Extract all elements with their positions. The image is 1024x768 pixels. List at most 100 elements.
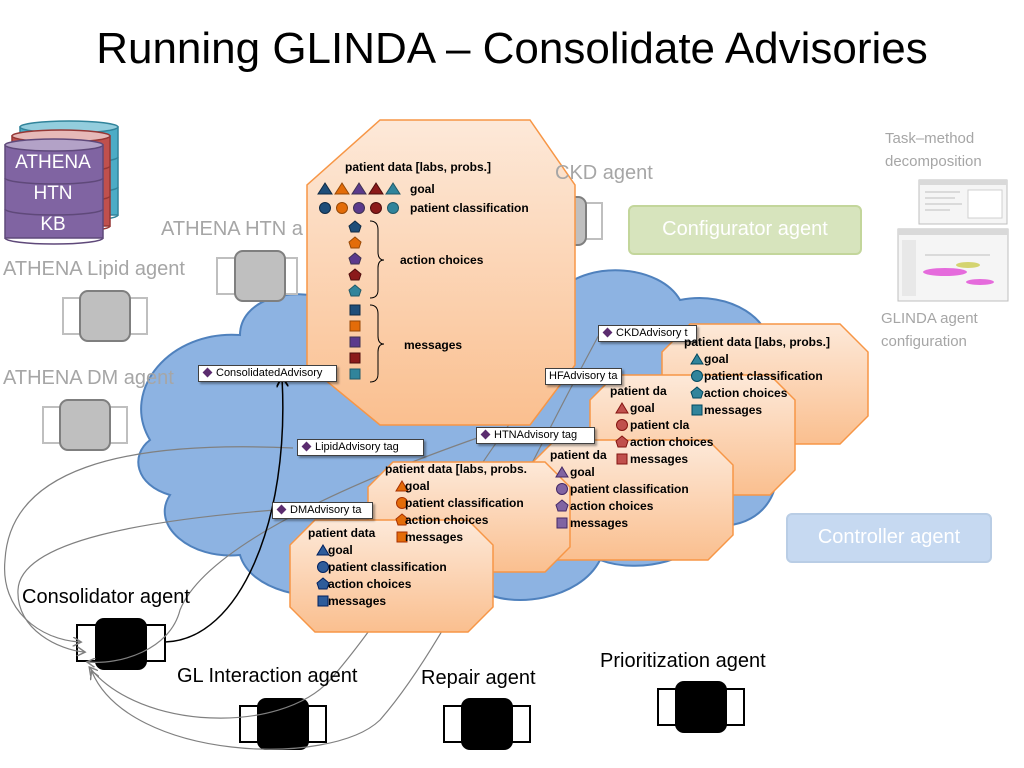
htn-card-goal: goal	[405, 479, 430, 493]
athena-dm-agent-label: ATHENA DM agent	[3, 367, 174, 389]
ckd-message-icon	[691, 404, 703, 416]
lipid-card-goal: goal	[570, 465, 595, 479]
main-advisory-card-shape	[306, 119, 576, 426]
athena-htn-agent-label: ATHENA HTN a	[161, 218, 303, 240]
dm-card-messages: messages	[328, 594, 387, 608]
htn-message-icon	[396, 531, 408, 543]
tag-diamond-icon	[480, 429, 491, 440]
athena-dm-agent-icon	[42, 399, 128, 451]
tag-label: HFAdvisory ta	[549, 370, 618, 382]
tag-diamond-icon	[602, 327, 613, 338]
hf-advisory-tag: HFAdvisory ta	[545, 368, 622, 385]
ckd-advisory-tag: CKDAdvisory t	[598, 325, 697, 342]
htn-card-actions: action choices	[405, 513, 489, 527]
dm-card-actions: action choices	[328, 577, 412, 591]
ckd-card-goal: goal	[704, 352, 729, 366]
configurator-agent-box: Configurator agent	[628, 205, 862, 255]
hf-action-icon	[615, 435, 629, 448]
db-label-htn: HTN	[33, 183, 73, 204]
dm-goal-icon	[316, 544, 330, 556]
dm-advisory-tag: DMAdvisory ta	[272, 502, 373, 519]
htn-action-icon	[395, 513, 409, 526]
tag-diamond-icon	[301, 441, 312, 452]
main-card-actions: action choices	[400, 253, 484, 267]
main-card-goal-icons	[317, 182, 401, 195]
ckd-card-messages: messages	[704, 403, 763, 417]
hf-card-header: patient da	[610, 384, 667, 398]
tag-label: HTNAdvisory tag	[494, 429, 578, 441]
dm-card-shape	[289, 519, 494, 633]
htn-card-messages: messages	[405, 530, 464, 544]
lipid-card-header: patient da	[550, 448, 607, 462]
db-label-athena: ATHENA	[15, 152, 91, 173]
ckd-action-icon	[690, 386, 704, 399]
dm-card-header: patient data	[308, 526, 376, 540]
tag-label: LipidAdvisory tag	[315, 441, 399, 453]
tag-label: DMAdvisory ta	[290, 504, 362, 516]
main-card-message-icons	[349, 304, 361, 380]
ckd-classification-icon	[691, 370, 703, 382]
decomposition-label: decomposition	[885, 153, 982, 170]
ckd-goal-icon	[690, 353, 704, 365]
main-card-header: patient data [labs, probs.]	[345, 160, 492, 174]
consolidator-agent-label: Consolidator agent	[22, 586, 190, 608]
tag-diamond-icon	[276, 504, 287, 515]
task-method-label: Task–method	[885, 130, 975, 147]
dm-classification-icon	[317, 561, 329, 573]
lipid-card-actions: action choices	[570, 499, 654, 513]
hf-card-classification: patient cla	[630, 418, 690, 432]
glinda-config-label-2: configuration	[881, 333, 967, 350]
athena-lipid-agent-label: ATHENA Lipid agent	[3, 258, 185, 280]
main-card-action-icons	[348, 220, 362, 297]
lipid-message-icon	[556, 517, 568, 529]
repair-agent-label: Repair agent	[421, 667, 536, 689]
dm-action-icon	[316, 577, 330, 590]
consolidated-advisory-tag: ConsolidatedAdvisory	[198, 365, 337, 382]
athena-kb-database	[4, 120, 119, 245]
htn-goal-icon	[395, 480, 409, 492]
htn-card-header: patient data [labs, probs.	[385, 462, 528, 476]
hf-card-goal: goal	[630, 401, 655, 415]
controller-agent-box: Controller agent	[786, 513, 992, 563]
main-card-goal: goal	[410, 182, 435, 196]
ckd-card-classification: patient classification	[704, 369, 823, 383]
htn-advisory-tag: HTNAdvisory tag	[476, 427, 595, 444]
prioritization-agent-icon	[657, 681, 745, 733]
htn-classification-icon	[396, 497, 408, 509]
action-choices-brace	[369, 220, 385, 299]
athena-lipid-agent-icon	[62, 290, 148, 342]
htn-card-classification: patient classification	[405, 496, 524, 510]
main-card-classification: patient classification	[410, 201, 529, 215]
dm-card-goal: goal	[328, 543, 353, 557]
gl-interaction-agent-icon	[239, 698, 327, 750]
dm-card-classification: patient classification	[328, 560, 447, 574]
messages-brace	[369, 304, 385, 383]
hf-card-actions: action choices	[630, 435, 714, 449]
prioritization-agent-label: Prioritization agent	[600, 650, 766, 672]
lipid-advisory-tag: LipidAdvisory tag	[297, 439, 424, 456]
dm-message-icon	[317, 595, 329, 607]
lipid-card-messages: messages	[570, 516, 629, 530]
consolidator-agent-icon	[76, 618, 166, 670]
lipid-action-icon	[555, 499, 569, 512]
ckd-card-actions: action choices	[704, 386, 788, 400]
repair-agent-icon	[443, 698, 531, 750]
hf-classification-icon	[616, 419, 628, 431]
tag-label: CKDAdvisory t	[616, 327, 688, 339]
lipid-classification-icon	[556, 483, 568, 495]
athena-htn-agent-icon	[216, 250, 298, 302]
task-method-thumbnail	[918, 179, 1008, 225]
glinda-config-label-1: GLINDA agent	[881, 310, 978, 327]
main-card-messages: messages	[404, 338, 463, 352]
tag-diamond-icon	[202, 367, 213, 378]
main-card-classification-icons	[319, 202, 399, 214]
gl-interaction-agent-label: GL Interaction agent	[177, 665, 358, 687]
ckd-agent-label: CKD agent	[555, 162, 653, 184]
lipid-card-classification: patient classification	[570, 482, 689, 496]
tag-label: ConsolidatedAdvisory	[216, 367, 323, 379]
consolidation-arrow	[164, 378, 283, 643]
hf-message-icon	[616, 453, 628, 465]
hf-card-messages: messages	[630, 452, 689, 466]
lipid-goal-icon	[555, 466, 569, 478]
